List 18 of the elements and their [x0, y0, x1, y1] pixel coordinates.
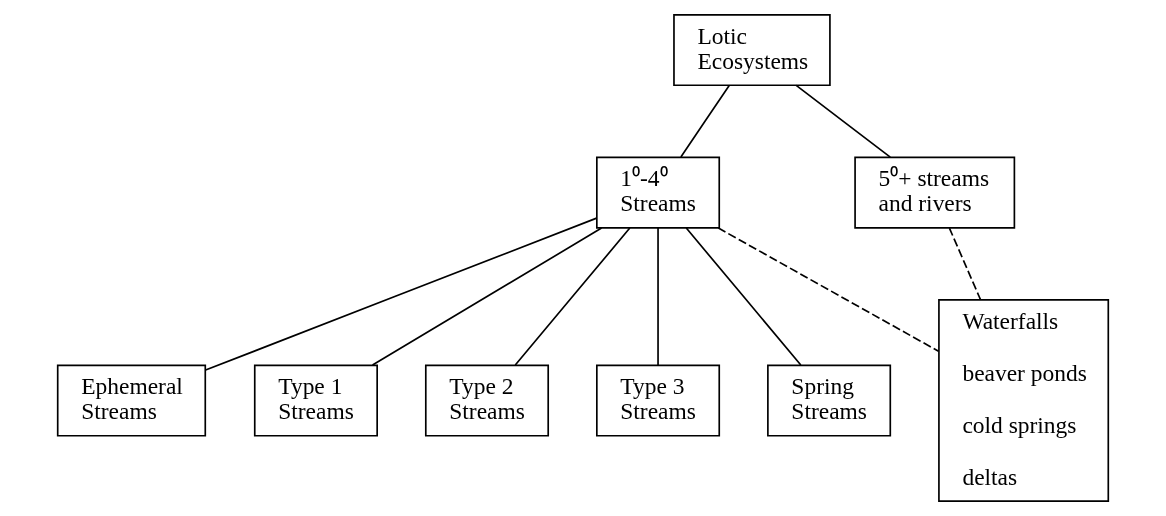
node-box: 1⁰-4⁰ Streams	[596, 156, 721, 229]
node-box: Type 2 Streams	[424, 364, 550, 437]
node-box: Type 1 Streams	[253, 364, 378, 437]
connector	[685, 227, 802, 366]
node-box: Spring Streams	[767, 364, 892, 437]
node-box: Ephemeral Streams	[56, 364, 207, 437]
connector	[680, 84, 731, 158]
node-box: Waterfalls beaver ponds cold springs deltas	[938, 299, 1110, 502]
node-box: Lotic Ecosystems	[673, 14, 831, 87]
connector	[204, 217, 598, 371]
connector	[717, 227, 940, 353]
connector	[948, 227, 982, 301]
connector	[657, 227, 659, 366]
node-box: 5⁰+ streams and rivers	[854, 156, 1016, 229]
connector	[795, 84, 892, 158]
connector	[514, 227, 631, 366]
node-box: Type 3 Streams	[596, 364, 721, 437]
connector	[371, 227, 603, 366]
